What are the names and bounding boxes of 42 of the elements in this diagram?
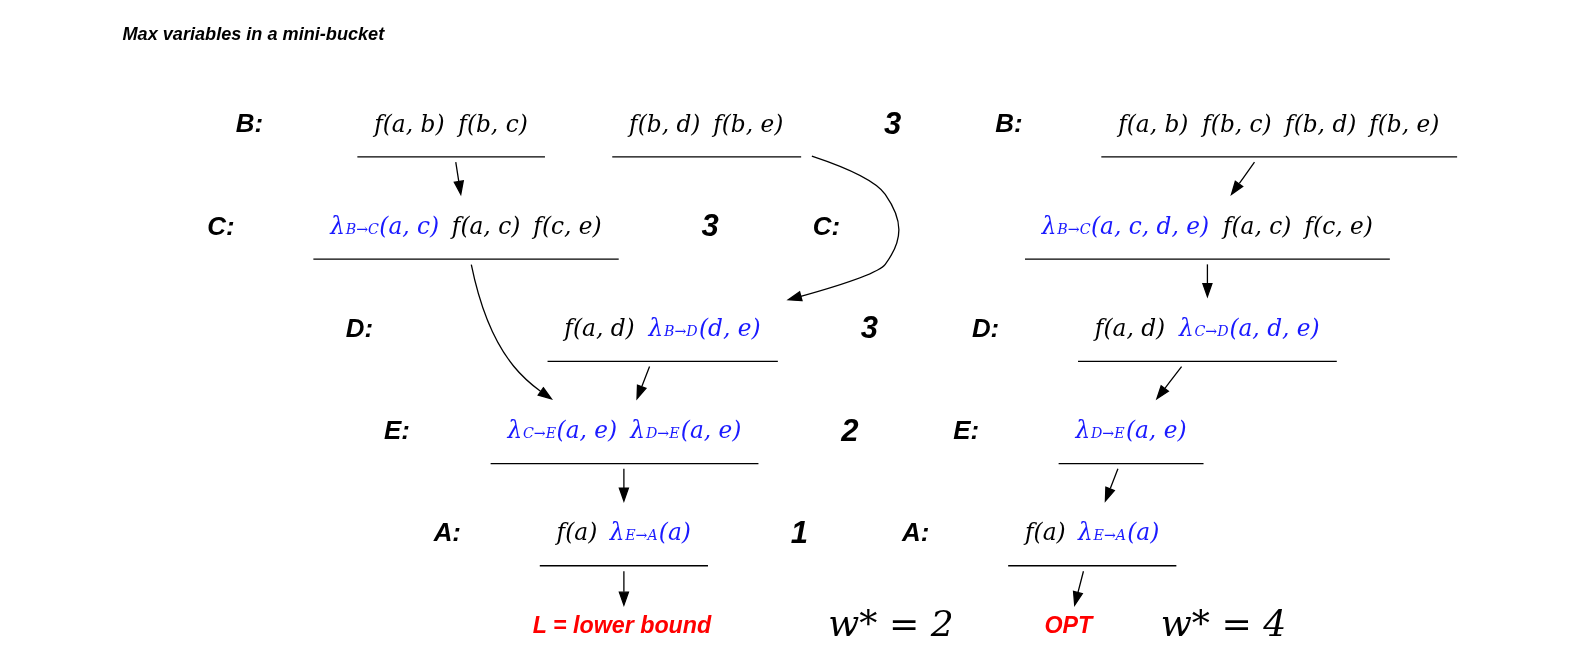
node-text: L = lower bound [532, 611, 712, 638]
label: C: [207, 211, 235, 240]
arrow [1155, 365, 1183, 401]
arrow [1104, 468, 1119, 503]
label: D: [971, 313, 1000, 342]
label: B: [995, 109, 1023, 138]
label: w* = 4 [1160, 602, 1287, 646]
label: 3 [860, 310, 878, 346]
node-text: λB→C(a, c, d, e) f(a, c) f(c, e) [1041, 211, 1373, 239]
label: E: [953, 415, 980, 444]
label: w* = 2 [828, 602, 954, 646]
arrow [636, 365, 651, 401]
arrow [1072, 570, 1085, 608]
arrow [786, 155, 900, 302]
node-text: λB→C(a, c) f(a, c) f(c, e) [330, 211, 602, 239]
node-text: f(a) λE→A(a) [1024, 518, 1160, 546]
arrow [618, 570, 630, 608]
arrow [618, 468, 630, 503]
label: Max variables in a mini-bucket [122, 24, 385, 45]
label: D: [345, 313, 374, 342]
label: B: [235, 109, 264, 138]
label: 2 [841, 412, 859, 448]
arrow [1201, 263, 1213, 299]
arrow [470, 263, 553, 400]
label: 3 [701, 208, 719, 244]
node-text: f(a, d) λB→D(d, e) [564, 313, 761, 341]
label: A: [433, 518, 461, 547]
label: E: [383, 415, 410, 444]
node-text: f(b, d) f(b, e) [629, 109, 784, 137]
node-text: f(a, b) f(b, c) [374, 109, 528, 137]
label: 1 [790, 514, 809, 550]
node-text: λC→E(a, e) λD→E(a, e) [507, 416, 742, 444]
label: A: [902, 518, 930, 547]
label: C: [812, 211, 841, 240]
label: 3 [883, 105, 902, 141]
node-text: f(a, d) λC→D(a, d, e) [1094, 313, 1320, 341]
arrow [453, 161, 465, 197]
node-text: OPT [1044, 611, 1093, 638]
node-text: f(a) λE→A(a) [556, 518, 691, 546]
node-text: f(a, b) f(b, c) f(b, d) f(b, e) [1118, 109, 1440, 137]
arrow [1230, 161, 1256, 196]
node-text: λD→E(a, e) [1075, 416, 1187, 444]
